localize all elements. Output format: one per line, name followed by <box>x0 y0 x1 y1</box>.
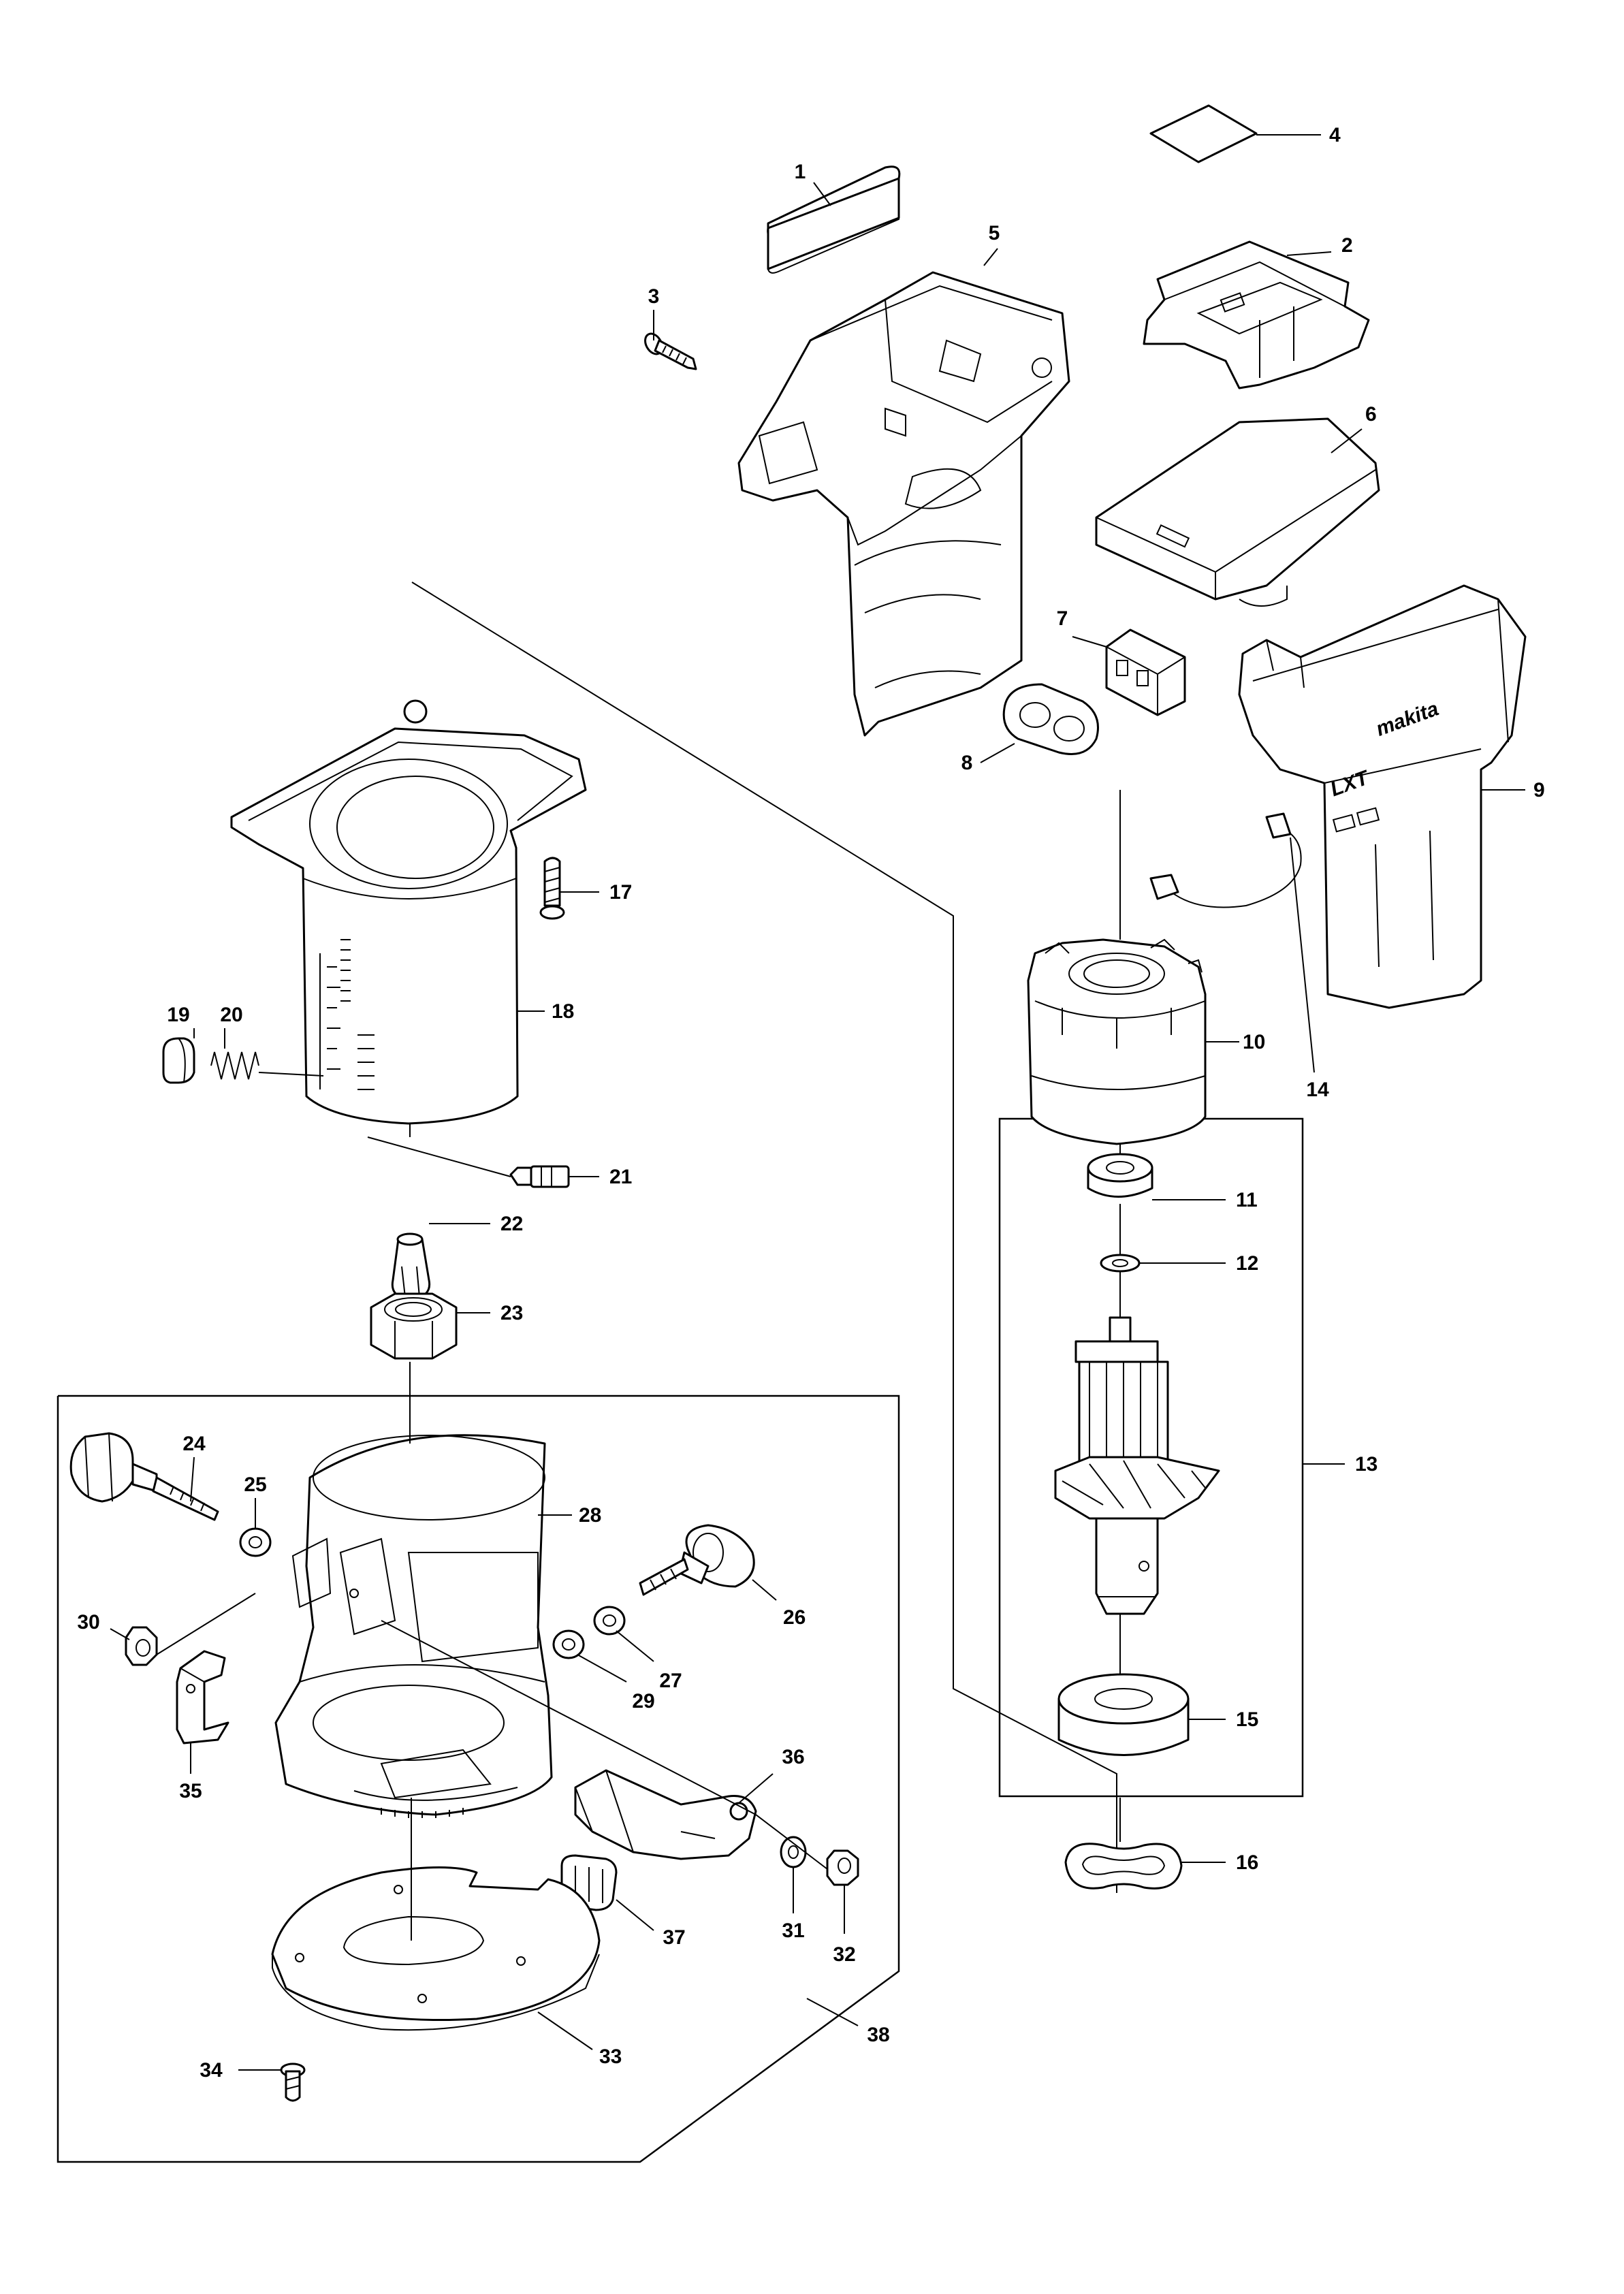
callout-7: 7 <box>1057 607 1068 630</box>
part-3-screw <box>644 332 697 370</box>
callout-21: 21 <box>609 1166 632 1188</box>
callout-4: 4 <box>1329 124 1341 146</box>
part-19-cap <box>162 1037 195 1084</box>
part-31-washer <box>780 1836 807 1868</box>
callout-38: 38 <box>867 2024 889 2046</box>
part-35-clamp-plate <box>176 1650 229 1745</box>
part-9-handle-housing: makita LXT <box>1238 584 1527 1009</box>
part-32-nut <box>826 1849 859 1886</box>
callout-11: 11 <box>1236 1189 1258 1211</box>
part-30-nut <box>125 1626 158 1666</box>
part-10-stator <box>1027 938 1207 1145</box>
callout-23: 23 <box>500 1302 523 1324</box>
part-5-upper-housing <box>737 271 1070 737</box>
part-17-screw <box>539 857 565 920</box>
part-16-rubber-ring <box>1064 1843 1183 1890</box>
callout-32: 32 <box>833 1943 855 1966</box>
callout-27: 27 <box>659 1670 682 1692</box>
callout-18: 18 <box>552 1000 574 1023</box>
part-27-spring-washer <box>593 1606 626 1636</box>
part-7-switch-lever <box>1105 628 1186 716</box>
callout-33: 33 <box>599 2045 622 2068</box>
callout-30: 30 <box>77 1611 99 1634</box>
armature-rotor <box>1054 1316 1220 1615</box>
part-24-knob-bolt <box>69 1432 219 1521</box>
part-26-knob-bolt <box>639 1524 755 1596</box>
part-6-controller <box>1095 417 1380 607</box>
callout-26: 26 <box>783 1606 806 1629</box>
callout-34: 34 <box>200 2059 223 2082</box>
part-25-washer <box>239 1527 272 1557</box>
part-33-base-plate <box>271 1866 601 2031</box>
callout-14: 14 <box>1306 1079 1329 1101</box>
part-12-washer <box>1100 1254 1141 1273</box>
part-8-grommet <box>1002 683 1099 755</box>
part-28-base <box>274 1434 553 1818</box>
part-36-clamp-lever <box>574 1769 757 1860</box>
callout-19: 19 <box>167 1004 189 1026</box>
leader-lines <box>110 134 1525 2071</box>
callout-2: 2 <box>1341 234 1353 257</box>
part-21-pin <box>509 1165 570 1188</box>
callout-12: 12 <box>1236 1252 1258 1275</box>
part-15-bearing <box>1057 1673 1190 1756</box>
callout-37: 37 <box>663 1926 685 1949</box>
callout-25: 25 <box>244 1473 266 1496</box>
callout-5: 5 <box>989 222 1000 244</box>
callout-1: 1 <box>795 161 806 183</box>
part-18-motor-housing <box>230 699 587 1125</box>
part-4-label-plate <box>1149 104 1258 163</box>
callout-17: 17 <box>609 881 632 904</box>
callout-15: 15 <box>1236 1708 1258 1731</box>
callout-22: 22 <box>500 1213 523 1235</box>
part-11-bearing <box>1087 1153 1153 1198</box>
callout-10: 10 <box>1243 1031 1265 1053</box>
callout-13: 13 <box>1355 1453 1378 1476</box>
part-14-cable <box>1149 812 1302 908</box>
callout-8: 8 <box>961 752 973 774</box>
callout-labels: 1 2 3 4 5 6 7 8 9 10 11 12 13 14 15 16 1… <box>77 124 1544 2082</box>
callout-20: 20 <box>220 1004 242 1026</box>
part-22-collet <box>391 1232 431 1301</box>
callout-31: 31 <box>782 1919 804 1942</box>
part-34-screw <box>280 2062 306 2102</box>
callout-29: 29 <box>632 1690 654 1712</box>
callout-16: 16 <box>1236 1851 1258 1874</box>
part-29-washer <box>552 1629 585 1659</box>
part-20-spring <box>210 1051 259 1080</box>
base-assembly-frame <box>57 1395 900 2163</box>
assembly-guide-line <box>411 582 1117 1893</box>
callout-28: 28 <box>579 1504 601 1527</box>
callout-36: 36 <box>782 1746 804 1768</box>
part-2-switch-bracket <box>1143 240 1370 389</box>
callout-35: 35 <box>179 1780 202 1802</box>
callout-6: 6 <box>1365 403 1377 426</box>
part-23-nut <box>370 1292 458 1360</box>
part-1-label-strip <box>767 165 901 274</box>
callout-3: 3 <box>648 285 660 308</box>
callout-24: 24 <box>182 1433 206 1455</box>
callout-9: 9 <box>1533 779 1545 801</box>
